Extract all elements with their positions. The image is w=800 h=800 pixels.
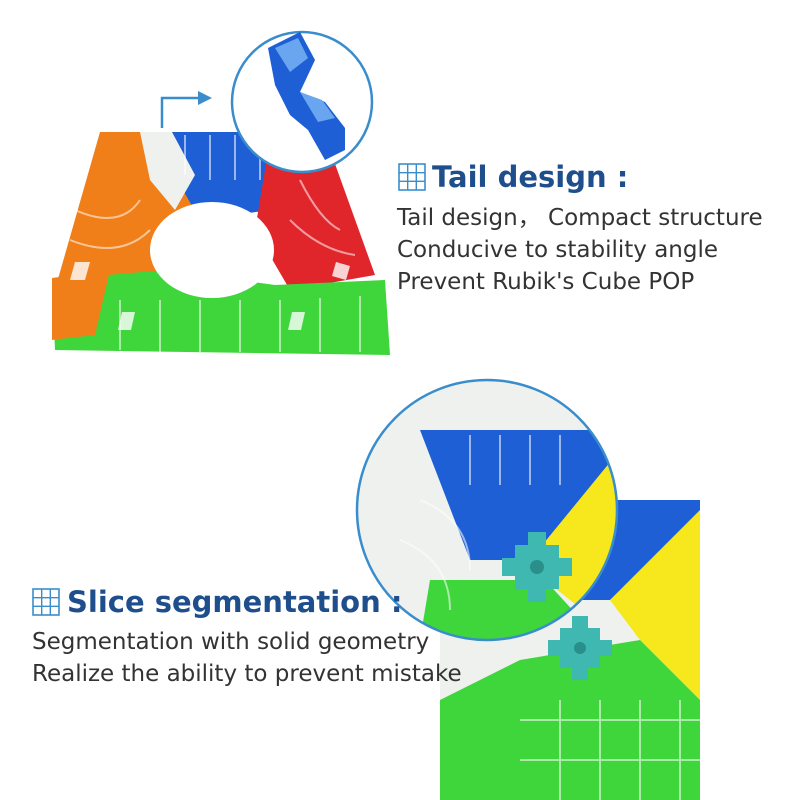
arrow-icon bbox=[160, 91, 212, 128]
tail-design-line-3: Prevent Rubik's Cube POP bbox=[397, 269, 695, 295]
grid-icon bbox=[32, 588, 60, 616]
core-icon bbox=[548, 616, 612, 680]
tail-piece-zoom bbox=[230, 30, 374, 174]
core-zoom bbox=[355, 378, 619, 642]
grid-icon bbox=[398, 163, 426, 191]
slice-segmentation-line-2: Realize the ability to prevent mistake bbox=[32, 661, 462, 687]
tail-design-line-2: Conducive to stability angle bbox=[397, 237, 719, 263]
slice-segmentation-heading: Slice segmentation : bbox=[67, 585, 403, 619]
tail-design-heading: Tail design : bbox=[432, 160, 629, 194]
tail-design-line-1: Tail design， Compact structure bbox=[397, 205, 763, 231]
slice-segmentation-line-1: Segmentation with solid geometry bbox=[32, 629, 430, 655]
